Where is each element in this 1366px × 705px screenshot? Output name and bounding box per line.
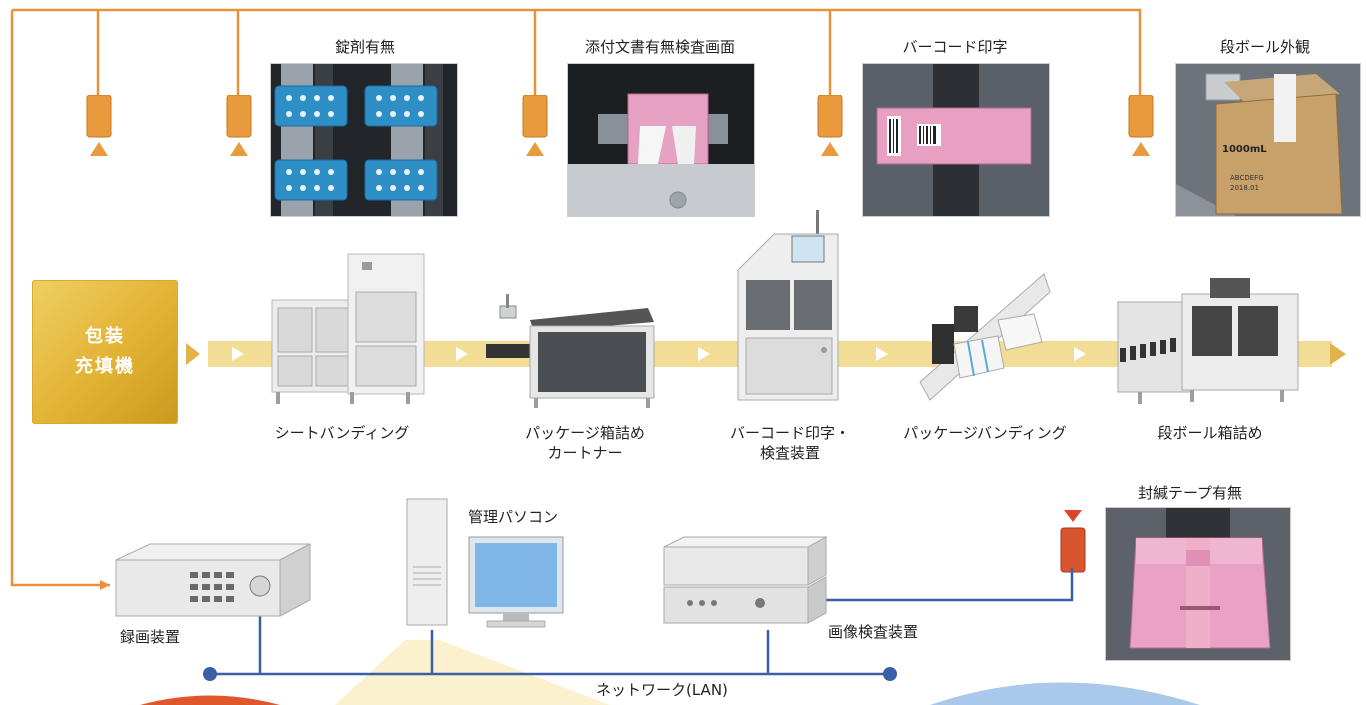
sensor-4 — [817, 95, 843, 157]
filling-machine-label-1: 包装 — [85, 326, 125, 347]
sensor-5 — [1128, 95, 1154, 157]
recorder-device — [110, 540, 316, 620]
carton-inspection-label: 段ボール外観 — [1219, 38, 1310, 56]
barcode-inspection-image — [862, 63, 1050, 217]
tablet-inspection-label: 錠剤有無 — [334, 38, 395, 56]
image-inspection-device — [660, 535, 830, 631]
sensor-2 — [226, 95, 252, 157]
sensor-3 — [522, 95, 548, 157]
sheet-banding-machine — [266, 252, 436, 412]
carton-code-text: ABCDEFG — [1230, 174, 1264, 182]
leaflet-inspection-image — [567, 63, 755, 217]
leaflet-inspection-label: 添付文書有無検査画面 — [584, 38, 735, 56]
seal-sensor — [1060, 508, 1086, 574]
barcode-printer-label-1: バーコード印字・ — [729, 424, 850, 442]
carton-packing-label: 段ボール箱詰め — [1157, 424, 1263, 442]
package-banding-machine — [914, 272, 1054, 402]
sensor-1 — [86, 95, 112, 157]
barcode-printer-machine — [734, 210, 844, 410]
pc-label: 管理パソコン — [468, 508, 559, 526]
cartoner-label-1: パッケージ箱詰め — [525, 424, 645, 442]
carton-volume-text: 1000mL — [1222, 144, 1267, 155]
carton-packing-machine — [1110, 272, 1300, 412]
cartoner-machine — [486, 292, 666, 410]
sheet-banding-label: シートバンディング — [274, 424, 410, 442]
recorder-label: 録画装置 — [120, 628, 181, 646]
seal-inspection-image — [1105, 507, 1291, 661]
package-banding-label: パッケージバンディング — [903, 424, 1067, 442]
tablet-inspection-image — [270, 63, 458, 217]
filling-machine-label-2: 充填機 — [75, 356, 135, 377]
network-lines — [140, 568, 1200, 705]
filling-machine-box: 包装 充填機 — [32, 280, 178, 424]
cartoner-label-2: カートナー — [547, 444, 623, 462]
lan-label: ネットワーク(LAN) — [596, 681, 728, 699]
barcode-inspection-label: バーコード印字 — [902, 38, 1008, 56]
carton-inspection-image: 1000mL ABCDEFG 2018.01 — [1175, 63, 1361, 217]
image-inspection-label: 画像検査装置 — [828, 623, 919, 641]
carton-date-text: 2018.01 — [1230, 184, 1259, 192]
seal-inspection-label: 封緘テープ有無 — [1137, 484, 1243, 502]
management-pc — [405, 497, 565, 633]
barcode-printer-label-2: 検査装置 — [759, 444, 820, 462]
